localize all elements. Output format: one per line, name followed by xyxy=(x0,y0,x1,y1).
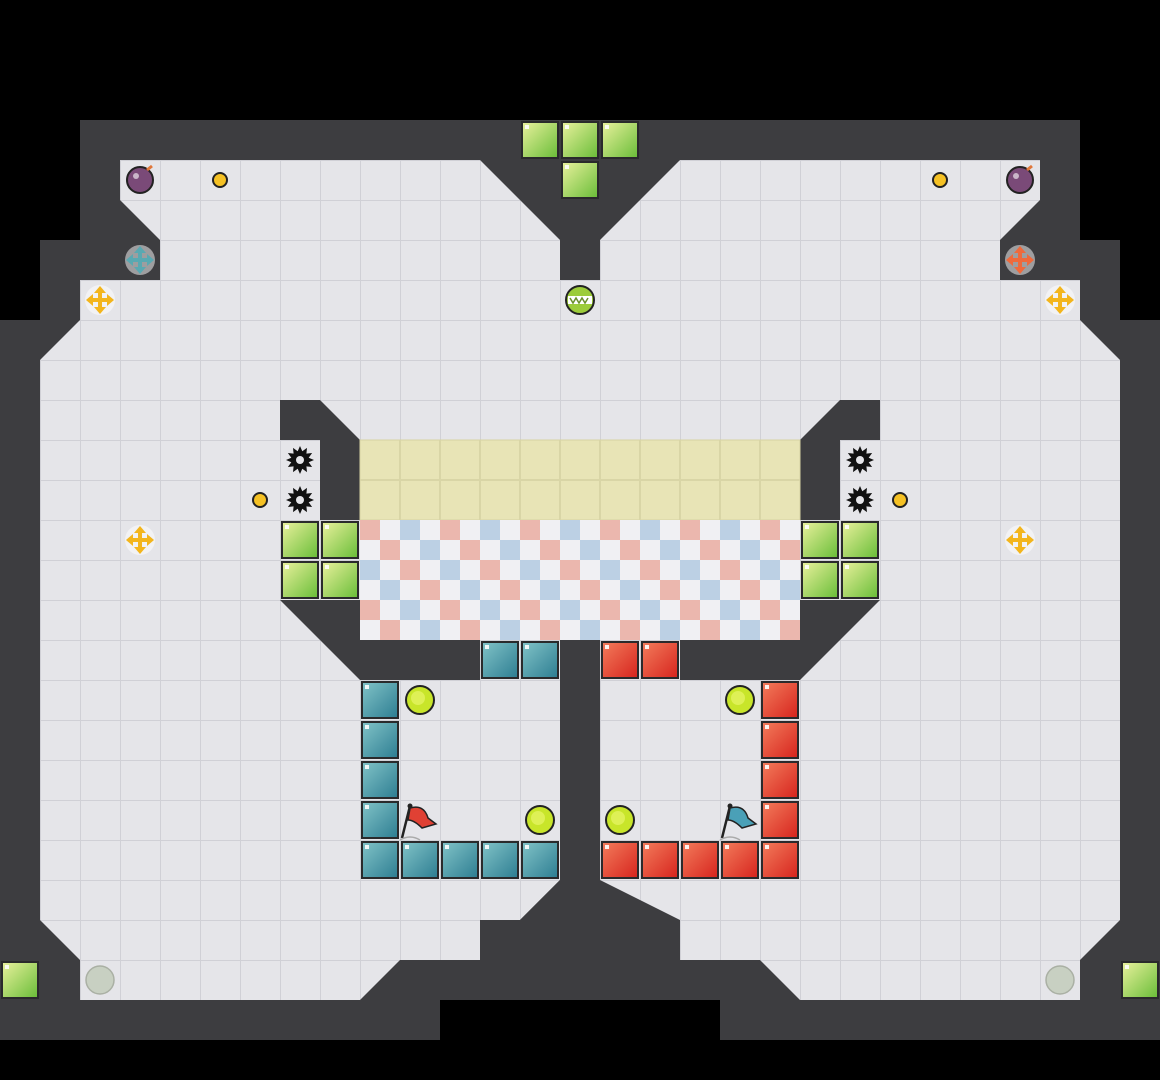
block-teal xyxy=(361,721,399,759)
coin-icon xyxy=(252,492,268,508)
block-teal xyxy=(361,681,399,719)
blue-flag-icon xyxy=(719,803,758,841)
block-teal xyxy=(441,841,479,879)
sawblade-icon xyxy=(846,446,874,474)
red-flag-icon xyxy=(399,803,438,841)
block-red xyxy=(641,841,679,879)
block-green xyxy=(561,121,599,159)
spawn-pad xyxy=(85,965,115,995)
block-green xyxy=(801,561,839,599)
block-red xyxy=(681,841,719,879)
coin-icon xyxy=(892,492,908,508)
block-teal xyxy=(401,841,439,879)
striped-ball-icon xyxy=(565,285,595,315)
block-green xyxy=(1,961,39,999)
sawblade-icon xyxy=(286,446,314,474)
block-teal xyxy=(521,841,559,879)
block-red xyxy=(601,841,639,879)
block-teal xyxy=(361,761,399,799)
directional-arrows-icon xyxy=(1005,525,1035,555)
bomb-icon xyxy=(1006,164,1034,194)
block-red xyxy=(761,841,799,879)
goal-orb-icon xyxy=(725,685,755,715)
block-green xyxy=(601,121,639,159)
block-teal xyxy=(521,641,559,679)
directional-arrows-icon xyxy=(125,525,155,555)
goal-orb-icon xyxy=(405,685,435,715)
block-red xyxy=(721,841,759,879)
directional-arrows-icon xyxy=(85,285,115,315)
sawblade-icon xyxy=(846,486,874,514)
directional-arrows-icon xyxy=(125,245,155,275)
block-green xyxy=(841,561,879,599)
block-red xyxy=(601,641,639,679)
block-green xyxy=(801,521,839,559)
block-red xyxy=(761,801,799,839)
block-green xyxy=(281,521,319,559)
block-teal xyxy=(481,841,519,879)
directional-arrows-icon xyxy=(1045,285,1075,315)
goal-orb-icon xyxy=(525,805,555,835)
yellow-zone-grid xyxy=(360,440,800,520)
block-red xyxy=(641,641,679,679)
goal-orb-icon xyxy=(605,805,635,835)
block-green xyxy=(321,521,359,559)
block-green xyxy=(281,561,319,599)
block-green xyxy=(321,561,359,599)
block-green xyxy=(1121,961,1159,999)
checker-zone xyxy=(360,520,800,640)
block-red xyxy=(761,761,799,799)
coin-icon xyxy=(932,172,948,188)
spawn-pad xyxy=(1045,965,1075,995)
block-green xyxy=(521,121,559,159)
block-teal xyxy=(481,641,519,679)
coin-icon xyxy=(212,172,228,188)
block-teal xyxy=(361,841,399,879)
block-red xyxy=(761,721,799,759)
block-green xyxy=(561,161,599,199)
directional-arrows-icon xyxy=(1005,245,1035,275)
bomb-icon xyxy=(126,164,154,194)
block-teal xyxy=(361,801,399,839)
sawblade-icon xyxy=(286,486,314,514)
block-green xyxy=(841,521,879,559)
block-red xyxy=(761,681,799,719)
